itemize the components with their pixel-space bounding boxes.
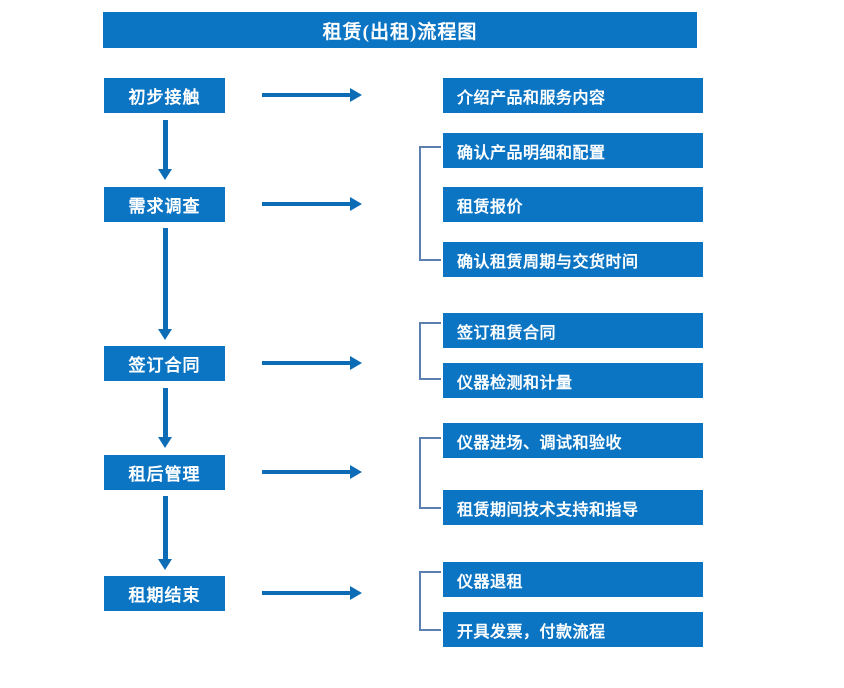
detail-box-technical-support-during-lease[interactable]: 租赁期间技术支持和指导 [443,490,703,525]
detail-box-confirm-product-specs[interactable]: 确认产品明细和配置 [443,133,703,168]
stage-box-initial-contact[interactable]: 初步接触 [104,78,225,113]
detail-box-introduce-products[interactable]: 介绍产品和服务内容 [443,78,703,113]
stage-box-sign-contract[interactable]: 签订合同 [104,346,225,381]
detail-box-lease-quotation[interactable]: 租赁报价 [443,187,703,222]
detail-box-instrument-inspection-metering[interactable]: 仪器检测和计量 [443,363,703,398]
arrow-to-lease-end-details [262,586,362,600]
arrow-to-post-lease-details [262,465,362,479]
page-title: 租赁(出租)流程图 [103,12,697,48]
flow-arrow-postlease-to-leaseend [158,496,172,570]
group-bracket-sign-contract [419,322,441,380]
arrow-to-requirement-survey-details [262,197,362,211]
detail-box-sign-lease-contract[interactable]: 签订租赁合同 [443,313,703,348]
detail-box-invoice-payment-process[interactable]: 开具发票，付款流程 [443,612,703,647]
stage-box-lease-end[interactable]: 租期结束 [104,576,225,611]
arrow-to-initial-contact-details [262,88,362,102]
group-bracket-requirement-survey [419,146,441,261]
stage-box-requirement-survey[interactable]: 需求调查 [104,187,225,222]
flow-arrow-requirement-to-contract [158,228,172,340]
flow-arrow-initial-to-requirement [158,120,172,180]
stage-box-post-lease-management[interactable]: 租后管理 [104,455,225,490]
arrow-to-sign-contract-details [262,356,362,370]
detail-box-confirm-lease-period-delivery[interactable]: 确认租赁周期与交货时间 [443,242,703,277]
detail-box-instrument-entry-commissioning-acceptance[interactable]: 仪器进场、调试和验收 [443,423,703,458]
group-bracket-post-lease-management [419,437,441,509]
detail-box-instrument-return[interactable]: 仪器退租 [443,562,703,597]
flow-arrow-contract-to-postlease [158,388,172,448]
group-bracket-lease-end [419,571,441,631]
